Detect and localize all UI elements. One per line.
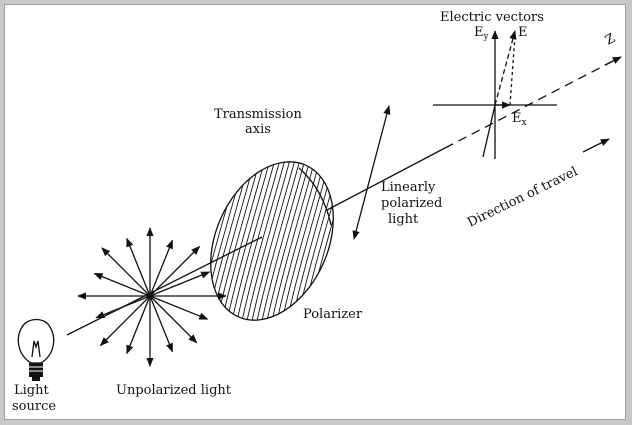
- hatch-line: [223, 144, 275, 336]
- hatch-line: [233, 144, 285, 336]
- linear-label-line3: light: [388, 212, 419, 227]
- star-ray: [149, 271, 211, 297]
- ey-label: Ey: [474, 25, 490, 42]
- linear-label-line2: polarized: [381, 196, 442, 211]
- figure-frame: Light source Unpolarized light Transmiss…: [4, 4, 626, 420]
- polarization-diagram: Light source Unpolarized light Transmiss…: [12, 10, 622, 414]
- linear-label-line1: Linearly: [381, 180, 436, 195]
- e-label: E: [518, 25, 528, 40]
- hatch-line: [253, 144, 305, 336]
- ex-label: Ex: [512, 111, 527, 128]
- hatch-line: [228, 144, 280, 336]
- star-ray: [149, 295, 198, 344]
- polarized-vector-arrow: [352, 105, 391, 240]
- light-source-label-line1: Light: [14, 383, 49, 398]
- hatch-line: [187, 144, 225, 336]
- hatch-line: [187, 144, 235, 336]
- unpolarized-star: [77, 227, 227, 367]
- hatch-line: [258, 144, 310, 336]
- star-ray: [149, 239, 174, 297]
- star-ray: [149, 245, 201, 297]
- hatch-line: [243, 144, 295, 336]
- hatch-line: [203, 144, 255, 336]
- hatch-line: [238, 144, 290, 336]
- hatch-line: [187, 144, 230, 336]
- hatch-line: [263, 144, 315, 336]
- star-ray: [126, 295, 151, 355]
- electric-vectors-axes: [433, 30, 557, 159]
- hatch-line: [193, 144, 245, 336]
- light-bulb-icon: [17, 318, 55, 381]
- unpolarized-label: Unpolarized light: [116, 383, 232, 398]
- star-ray: [149, 295, 209, 320]
- hatch-line: [208, 144, 260, 336]
- hatch-line: [218, 144, 270, 336]
- star-ray: [95, 295, 151, 319]
- star-ray: [99, 295, 151, 347]
- z-axis-label: Z: [603, 31, 618, 48]
- light-source-label-line2: source: [12, 399, 56, 414]
- star-ray: [126, 237, 151, 297]
- z-axis-arrow: [604, 56, 622, 66]
- hatch-line: [248, 144, 300, 336]
- direction-arrow: [582, 138, 610, 153]
- polarizer-label: Polarizer: [303, 307, 363, 322]
- star-ray: [93, 272, 151, 297]
- beam-dashed: [444, 58, 618, 149]
- electric-vectors-label: Electric vectors: [440, 10, 544, 25]
- beam-unpolarized: [66, 236, 263, 336]
- transmission-label-line2: axis: [245, 122, 271, 137]
- star-ray: [149, 295, 174, 353]
- direction-label: Direction of travel: [465, 164, 580, 230]
- star-ray: [101, 247, 151, 297]
- transmission-label-line1: Transmission: [214, 107, 302, 122]
